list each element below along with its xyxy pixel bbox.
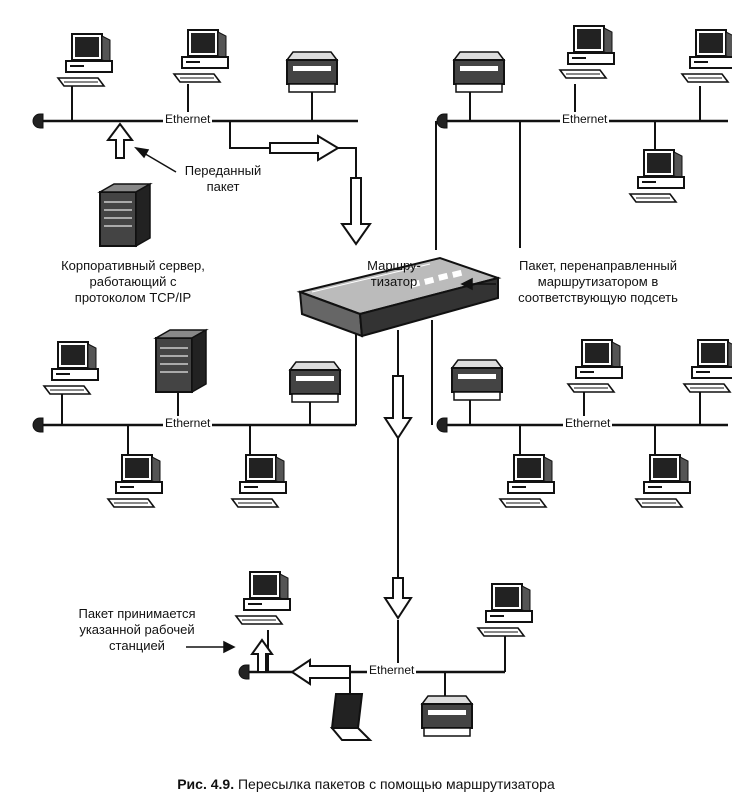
- server-icon: [155, 329, 207, 393]
- ethernet-label: Ethernet: [367, 663, 417, 677]
- ethernet-label: Ethernet: [163, 416, 213, 430]
- terminator-icon: [238, 664, 250, 680]
- workstation-icon: [231, 454, 287, 508]
- arrow-icon: [250, 638, 274, 673]
- annotation-pointers: [134, 146, 496, 654]
- workstation-icon: [235, 571, 291, 625]
- workstation-icon: [173, 29, 229, 83]
- printer-icon: [451, 359, 503, 401]
- terminator-icon: [436, 113, 448, 129]
- arrow-icon: [383, 577, 413, 620]
- workstation-icon: [567, 339, 623, 393]
- arrow-icon: [106, 122, 134, 159]
- workstation-icon: [683, 339, 732, 393]
- workstation-icon: [629, 149, 685, 203]
- server-icon: [99, 183, 151, 247]
- server-label: Корпоративный сервер, работающий с прото…: [61, 258, 205, 305]
- workstation-icon: [499, 454, 555, 508]
- packet-arrows: [106, 122, 413, 686]
- router-icon: [296, 256, 502, 338]
- workstation-icon: [477, 583, 533, 637]
- printer-icon: [453, 51, 505, 93]
- figure-number: Рис. 4.9.: [177, 776, 235, 792]
- workstation-icon: [635, 454, 691, 508]
- router-label: Маршру- тизатор: [367, 258, 421, 289]
- workstation-icon: [57, 33, 113, 87]
- workstation-icon: [681, 29, 732, 83]
- laptop-icon: [331, 693, 371, 741]
- ethernet-label: Ethernet: [163, 112, 213, 126]
- printer-icon: [289, 361, 341, 403]
- arrow-icon: [290, 658, 351, 686]
- figure-caption-text: Пересылка пакетов с помощью маршрутизато…: [237, 776, 555, 792]
- arrow-icon: [340, 177, 372, 246]
- arrow-icon: [383, 375, 413, 440]
- ethernet-label: Ethernet: [563, 416, 613, 430]
- terminator-icon: [32, 417, 44, 433]
- ethernet-label: Ethernet: [560, 112, 610, 126]
- redirected-packet-label: Пакет, перенаправленный маршрутизатором …: [518, 258, 678, 305]
- printer-icon: [286, 51, 338, 93]
- printer-icon: [421, 695, 473, 737]
- transmitted-packet-label: Переданный пакет: [184, 163, 262, 194]
- received-packet-label: Пакет принимается указанной рабочей стан…: [78, 606, 196, 653]
- workstation-icon: [43, 341, 99, 395]
- workstation-icon: [107, 454, 163, 508]
- terminator-icon: [32, 113, 44, 129]
- terminator-icon: [436, 417, 448, 433]
- figure-caption: Рис. 4.9. Пересылка пакетов с помощью ма…: [0, 776, 732, 792]
- arrow-icon: [269, 134, 340, 162]
- workstation-icon: [559, 25, 615, 79]
